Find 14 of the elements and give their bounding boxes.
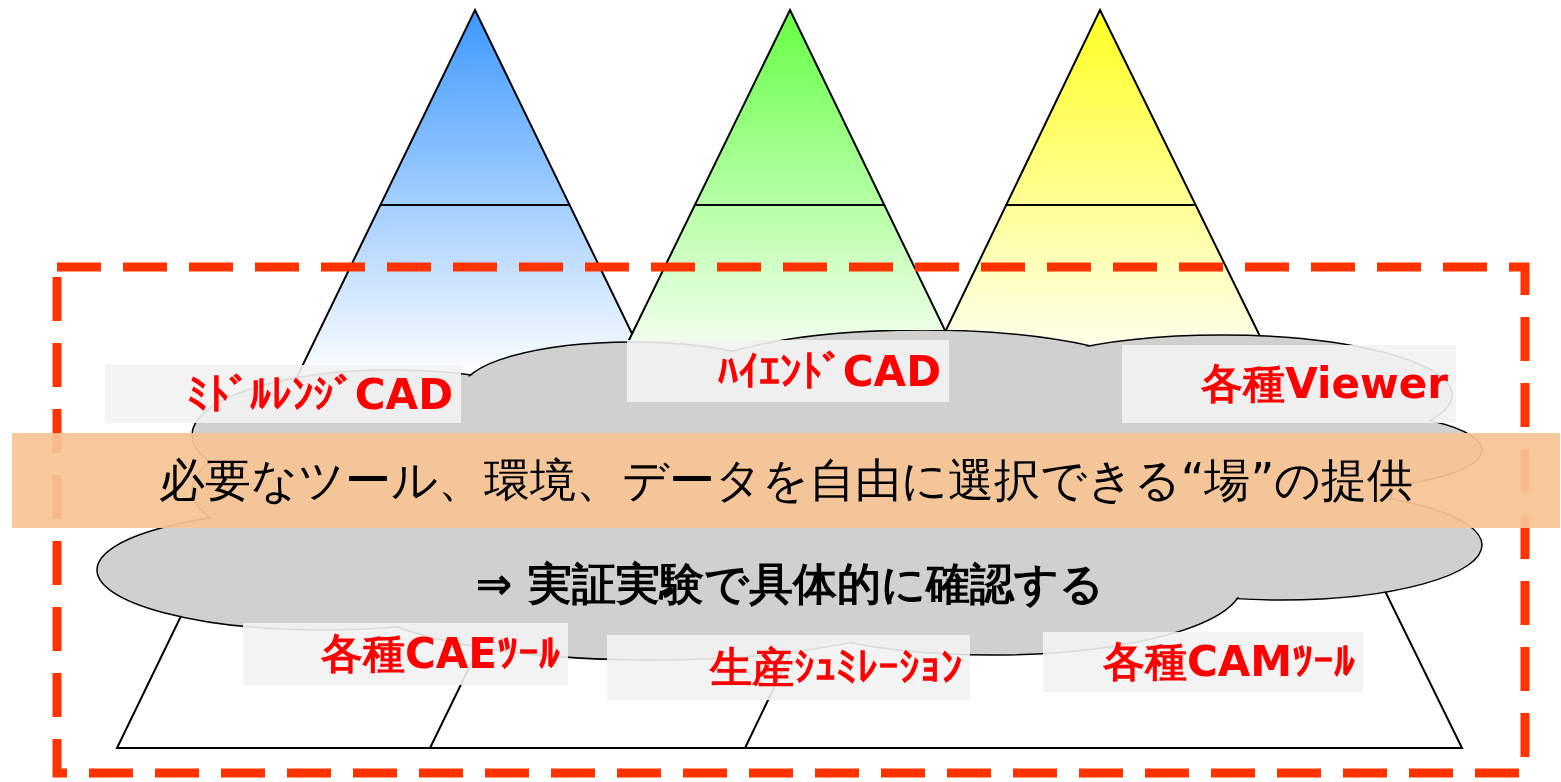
message-band: 必要なツール、環境、データを自由に選択できる“場”の提供: [12, 433, 1560, 528]
tool-label: 各種Viewer: [1201, 358, 1448, 410]
conclusion-text: ⇒ 実証実験で具体的に確認する: [474, 557, 1105, 611]
tool-label: ﾐﾄﾞﾙﾚﾝｼﾞCAD: [186, 369, 453, 419]
tool-label: 各種CAEﾂｰﾙ: [320, 628, 560, 680]
label-background: [1122, 345, 1456, 423]
label-background: [607, 635, 970, 700]
label-background: [1043, 632, 1363, 692]
label-background: [243, 623, 568, 685]
label-background: [627, 340, 949, 402]
label-background: [105, 365, 461, 423]
tool-label: 生産ｼｭﾐﾚｰｼｮﾝ: [710, 641, 962, 694]
tool-label: ﾊｲｴﾝﾄﾞCAD: [716, 346, 941, 396]
tool-label: 各種CAMﾂｰﾙ: [1102, 636, 1355, 688]
